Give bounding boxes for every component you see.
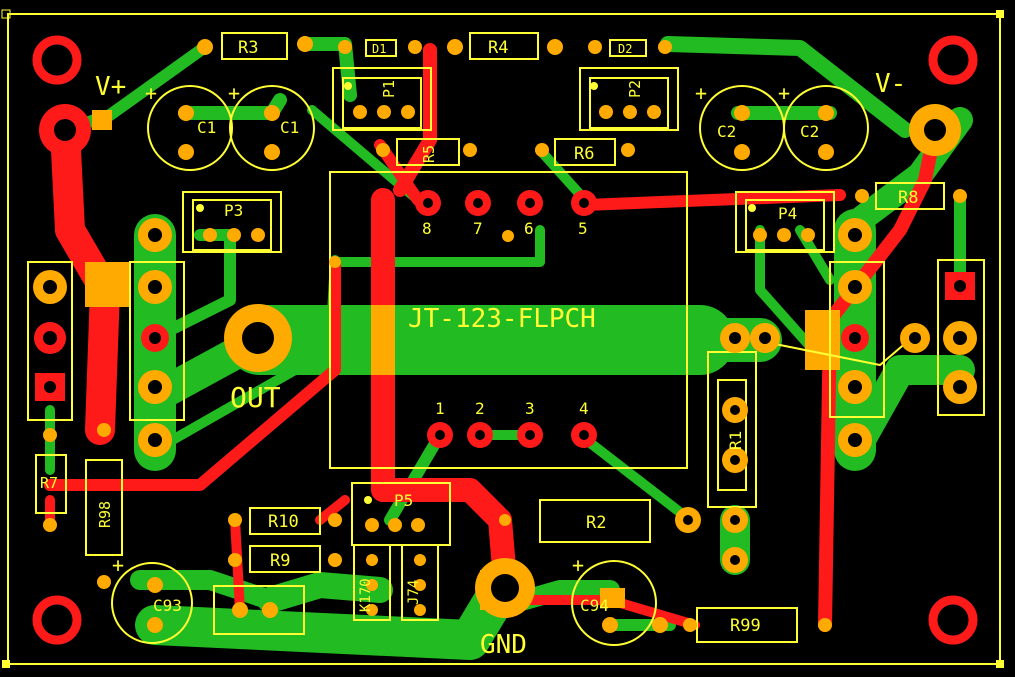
polarity-plus-c93: +: [112, 553, 124, 577]
label-r99: R99: [730, 616, 761, 636]
ground-label: GND: [480, 630, 527, 660]
silkscreen-labels: JT-123-FLPCH V+ V- OUT GND 8 7 6 5 1 2 3…: [40, 38, 918, 660]
label-r6: R6: [574, 144, 594, 164]
polarity-plus-c2-right: +: [778, 81, 790, 105]
label-r7: R7: [40, 474, 58, 492]
ic-pin-6: 6: [524, 219, 534, 238]
ic-label: JT-123-FLPCH: [408, 304, 596, 334]
ic-pin-7: 7: [473, 219, 483, 238]
label-p3: P3: [224, 201, 243, 220]
label-r5: R5: [420, 145, 438, 163]
label-r9: R9: [270, 551, 290, 571]
polarity-plus-c2-left: +: [695, 81, 707, 105]
label-p4: P4: [778, 204, 797, 223]
label-c93: C93: [153, 596, 182, 615]
label-p5: P5: [394, 491, 413, 510]
ic-pin-2: 2: [475, 399, 485, 418]
ic-pin-8: 8: [422, 219, 432, 238]
overlap-regions: [85, 110, 840, 610]
ic-pin-5: 5: [578, 219, 588, 238]
label-r10: R10: [268, 512, 299, 532]
label-p1: P1: [380, 80, 398, 98]
top-copper-layer: [44, 43, 942, 632]
label-r2: R2: [586, 513, 606, 533]
label-p2: P2: [626, 80, 644, 98]
polarity-plus-c1-left: +: [145, 81, 157, 105]
label-r98: R98: [96, 501, 114, 528]
ic-pin-1: 1: [435, 399, 445, 418]
label-c2-left: C2: [717, 122, 736, 141]
polarity-plus-c1-right: +: [228, 81, 240, 105]
polarity-plus-c94: +: [572, 553, 584, 577]
ic-pin-4: 4: [579, 399, 589, 418]
label-c94: C94: [580, 596, 609, 615]
pads-layer: [32, 35, 978, 645]
label-r8: R8: [898, 188, 918, 208]
label-r1: R1: [726, 431, 745, 450]
label-j74: J74: [406, 580, 422, 605]
label-d2: D2: [618, 42, 632, 56]
label-d1: D1: [372, 42, 386, 56]
label-r4: R4: [488, 38, 508, 58]
label-c1-right: C1: [280, 118, 299, 137]
power-negative-label: V-: [875, 69, 906, 99]
label-k170: K170: [358, 578, 374, 612]
power-positive-label: V+: [95, 72, 126, 102]
label-c2-right: C2: [800, 122, 819, 141]
output-label: OUT: [230, 381, 281, 414]
label-c1-left: C1: [197, 118, 216, 137]
ic-pin-3: 3: [525, 399, 535, 418]
label-r3: R3: [238, 38, 258, 58]
